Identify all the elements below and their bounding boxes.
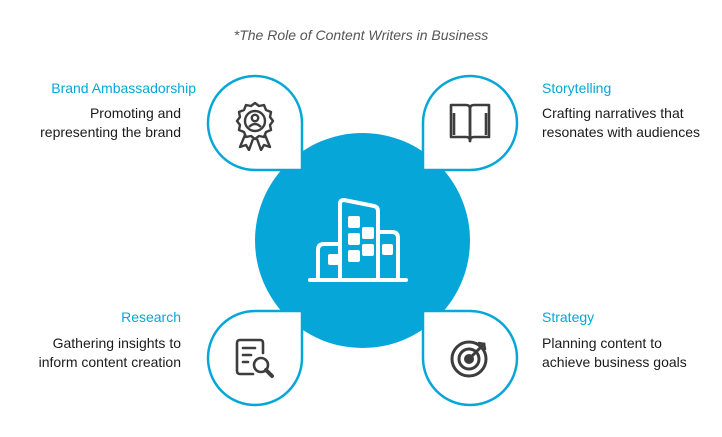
item-desc-strategy: Planning content to achieve business goa… xyxy=(542,334,722,372)
desc-line: representing the brand xyxy=(40,124,181,140)
desc-line: Crafting narratives that xyxy=(542,105,684,121)
desc-line: Planning content to xyxy=(542,335,662,351)
desc-line: Promoting and xyxy=(89,105,181,121)
desc-line: achieve business goals xyxy=(542,354,687,370)
item-heading-brand-ambassadorship: Brand Ambassadorship xyxy=(51,80,196,96)
badge-storytelling xyxy=(421,74,519,172)
desc-line: Gathering insights to xyxy=(52,335,181,351)
item-desc-brand-ambassadorship: Promoting and representing the brand xyxy=(0,104,181,142)
badge-brand-ambassadorship xyxy=(206,74,304,172)
buildings-icon xyxy=(304,194,412,287)
item-heading-strategy: Strategy xyxy=(542,309,595,325)
item-desc-storytelling: Crafting narratives that resonates with … xyxy=(542,104,722,142)
item-heading-research: Research xyxy=(121,309,181,325)
badge-research xyxy=(206,309,304,407)
item-heading-storytelling: Storytelling xyxy=(542,80,612,96)
desc-line: resonates with audiences xyxy=(542,124,700,140)
item-desc-research: Gathering insights to inform content cre… xyxy=(0,334,181,372)
diagram-title: *The Role of Content Writers in Business xyxy=(233,27,489,43)
desc-line: inform content creation xyxy=(38,354,181,370)
badge-strategy xyxy=(421,309,519,407)
